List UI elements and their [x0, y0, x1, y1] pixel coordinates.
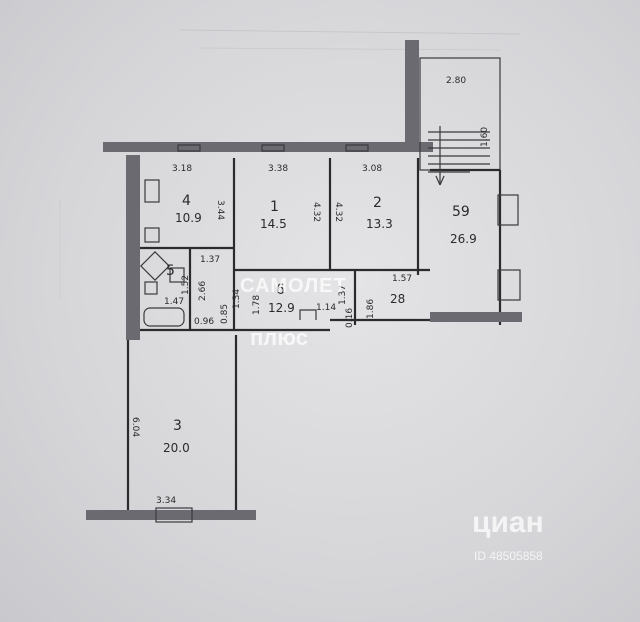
room-1-area: 14.5: [260, 217, 287, 231]
watermarks: САМОЛЕТ плюс циан ID 48505858: [240, 275, 544, 563]
dim-1-60: 1.60: [480, 127, 490, 147]
paper-marks: [59, 29, 521, 300]
watermark-id: ID 48505858: [474, 549, 543, 563]
dim-1-34: 1.34: [232, 289, 242, 309]
room-6-area: 12.9: [268, 301, 295, 315]
dim-0-96: 0.96: [194, 317, 214, 327]
room-labels: 1 14.5 2 13.3 3 20.0 4 10.9 5 6 12.9 28 …: [163, 193, 477, 455]
watermark-samolet: САМОЛЕТ: [240, 275, 347, 297]
room-1-number: 1: [270, 199, 279, 215]
room-8-number: 59: [452, 204, 470, 220]
dim-1-86: 1.86: [366, 299, 376, 319]
room-8-area: 26.9: [450, 232, 477, 246]
dim-3-08: 3.08: [362, 164, 382, 174]
dim-3-34: 3.34: [156, 496, 176, 506]
dim-1-47: 1.47: [164, 297, 184, 307]
dim-2-66: 2.66: [198, 281, 208, 301]
walls: [86, 40, 522, 523]
room-4-number: 4: [182, 193, 191, 209]
dim-1-57: 1.57: [392, 274, 412, 284]
room-3-area: 20.0: [163, 441, 190, 455]
dim-6-04: 6.04: [130, 417, 140, 437]
watermark-cian: циан: [472, 506, 544, 539]
dimension-labels: 3.18 3.38 3.08 2.80 1.60 3.44 4.32 4.32 …: [130, 76, 490, 506]
room-6-number: 6: [276, 282, 285, 298]
room-3-number: 3: [173, 418, 182, 434]
dim-4-32-a: 4.32: [311, 202, 321, 222]
dim-3-18: 3.18: [172, 164, 192, 174]
dim-3-38: 3.38: [268, 164, 288, 174]
dim-4-32-b: 4.32: [333, 202, 343, 222]
room-2-number: 2: [373, 195, 382, 211]
dim-1-52: 1.52: [181, 275, 191, 295]
room-5-number: 5: [166, 263, 175, 279]
dim-0-85: 0.85: [220, 304, 230, 324]
dim-1-78: 1.78: [252, 295, 262, 315]
room-4-area: 10.9: [175, 211, 202, 225]
room-2-area: 13.3: [366, 217, 393, 231]
dim-0-16: 0.16: [345, 308, 355, 328]
fixtures: [140, 179, 317, 327]
watermark-plus: плюс: [250, 325, 308, 350]
dim-1-37-a: 1.37: [200, 255, 220, 265]
dim-2-80: 2.80: [446, 76, 466, 86]
room-7-area: 28: [390, 292, 405, 306]
dim-1-14: 1.14: [316, 303, 336, 313]
dim-1-37-b: 1.37: [338, 285, 348, 305]
stairs: [428, 126, 490, 186]
dim-3-44: 3.44: [215, 200, 225, 220]
